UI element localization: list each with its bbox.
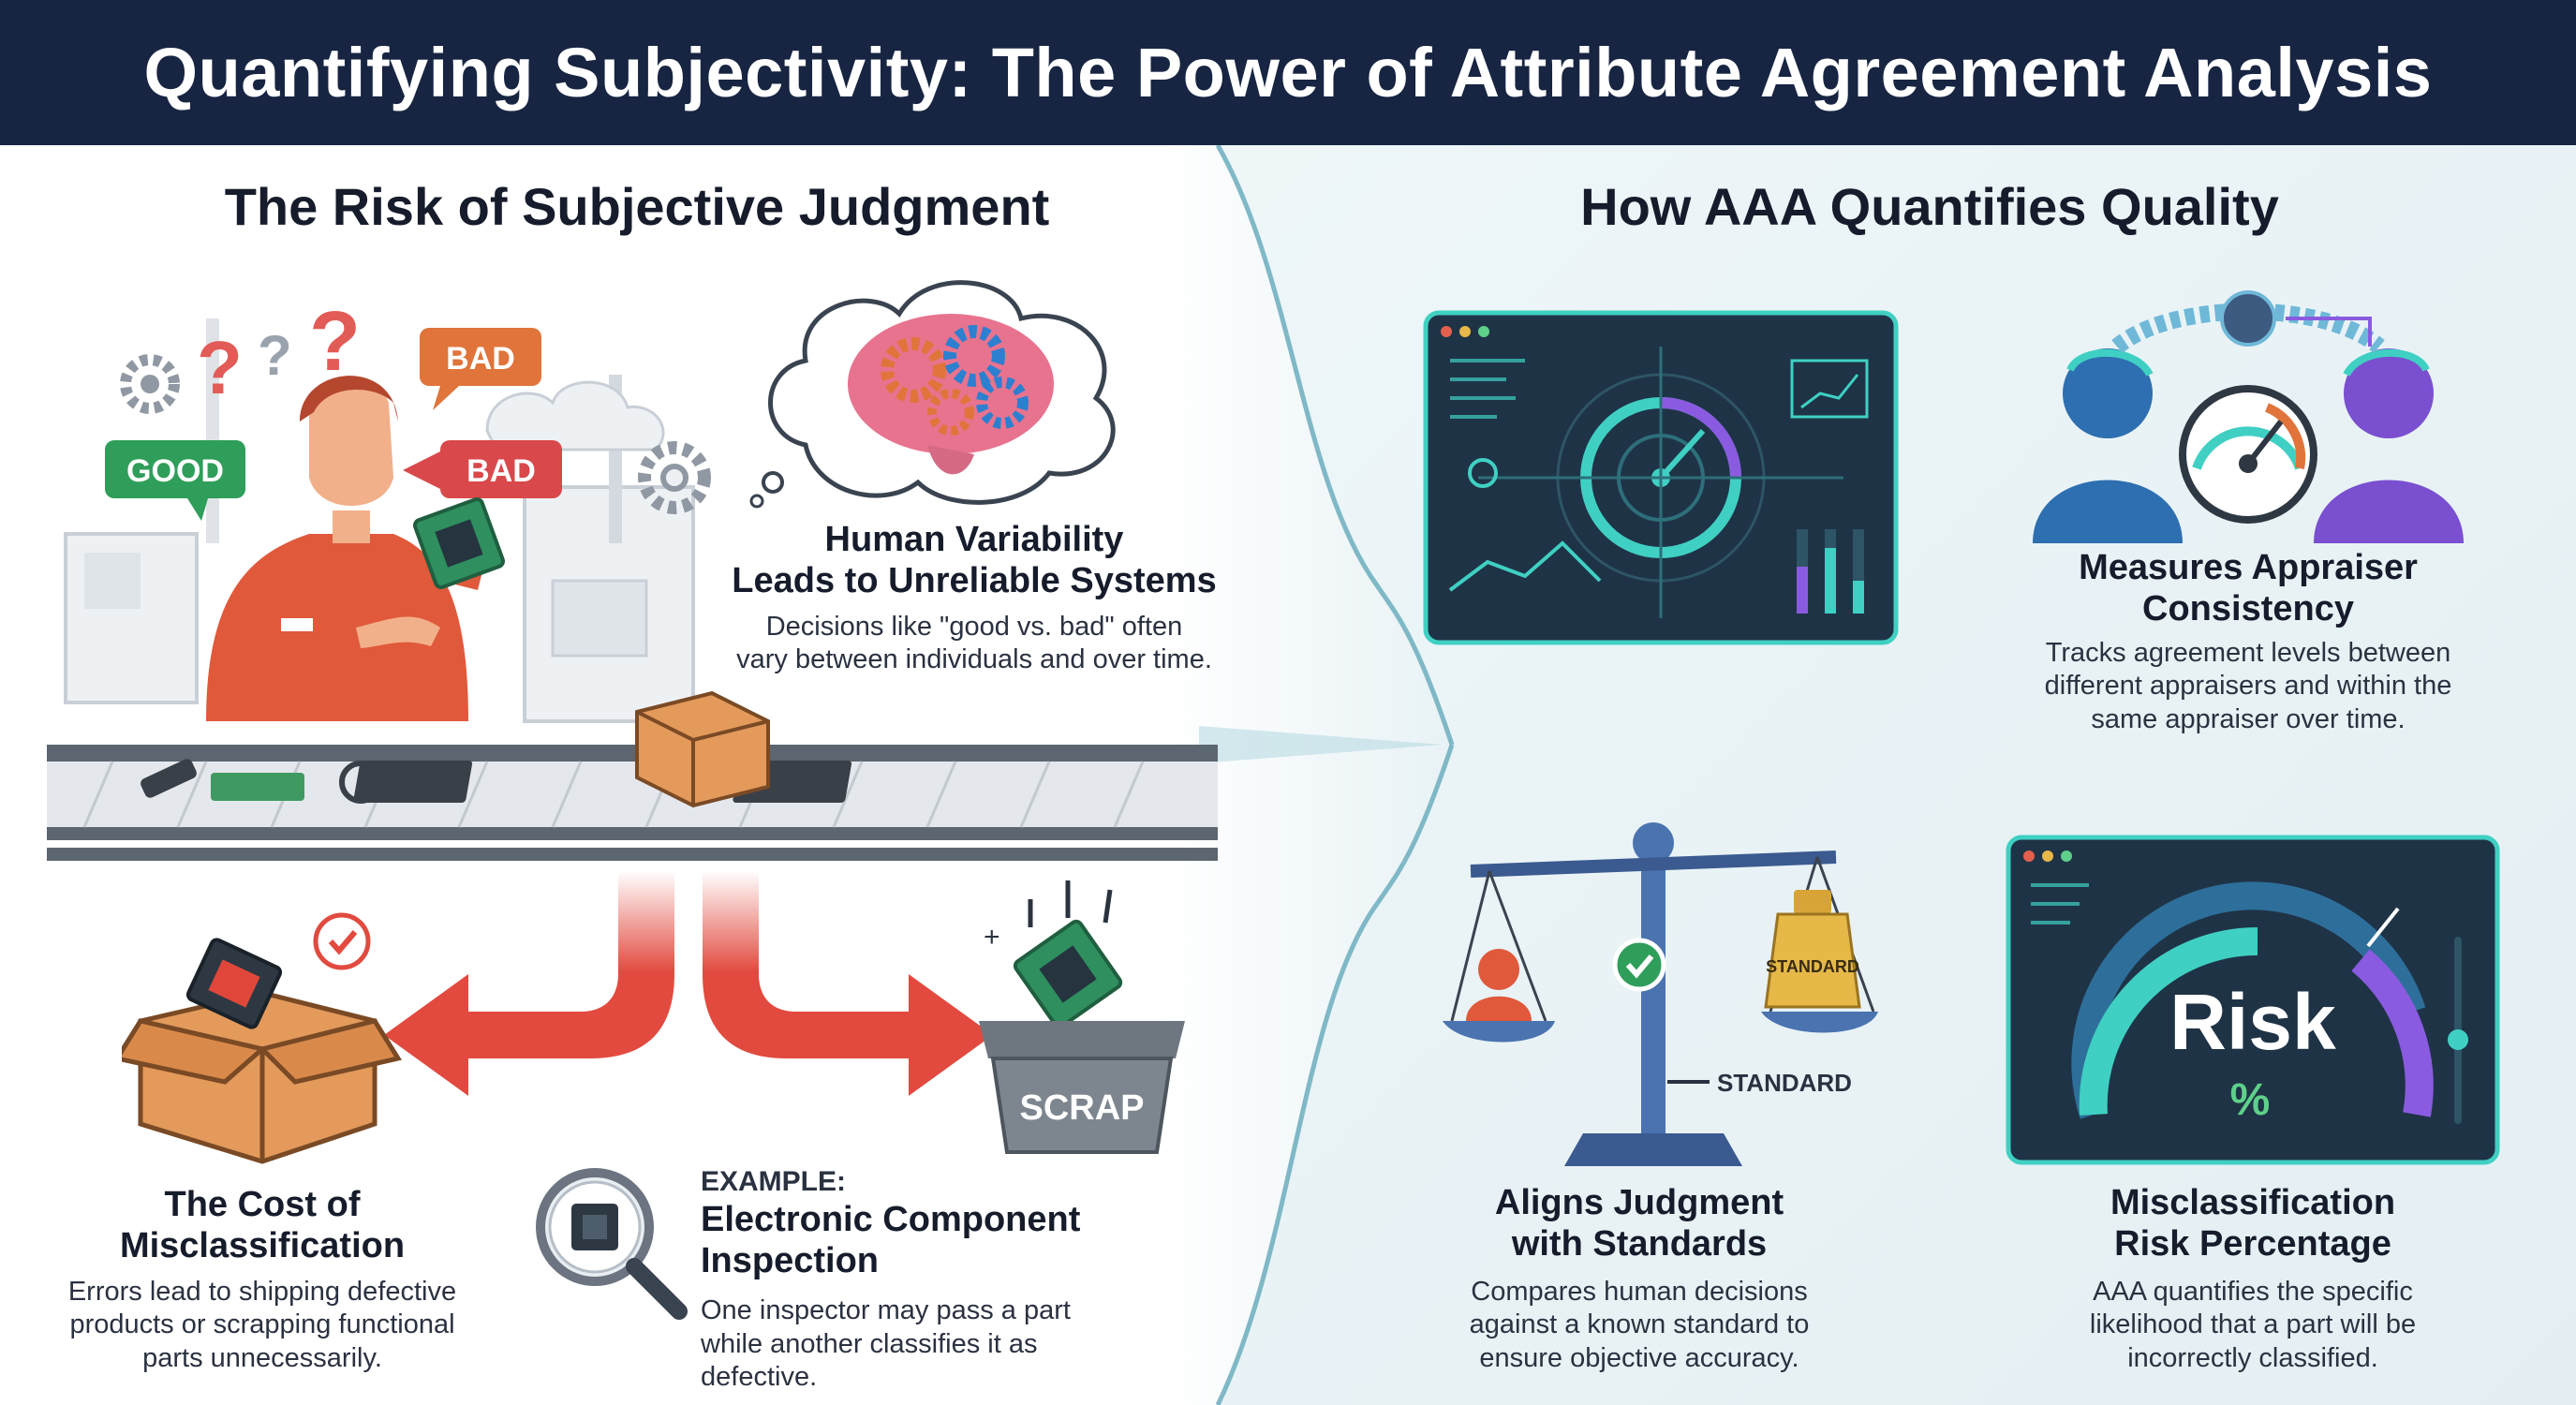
scrap-bin-icon: + SCRAP xyxy=(979,880,1185,1154)
left-section-title: The Risk of Subjective Judgment xyxy=(224,177,1050,236)
cost-body: Errors lead to shipping defective produc… xyxy=(67,1277,457,1373)
page-header: Quantifying Subjectivity: The Power of A… xyxy=(0,0,2576,145)
shipping-box-illustration xyxy=(122,912,402,1164)
split-arrows xyxy=(384,871,993,1096)
risk-body: AAA quantifies the specific likelihood t… xyxy=(2089,1277,2417,1373)
bad-bubble-right: BAD xyxy=(403,440,562,498)
consistency-title: Measures Appraiser Consistency xyxy=(2079,548,2418,629)
svg-text:GOOD: GOOD xyxy=(126,453,224,489)
magnifier-icon xyxy=(536,1168,688,1320)
svg-text:STANDARD: STANDARD xyxy=(1717,1069,1852,1097)
bad-bubble-top: BAD xyxy=(420,328,541,410)
chip-icon xyxy=(412,496,506,590)
gear-icon xyxy=(638,441,711,514)
person-icon xyxy=(1466,949,1532,1021)
example-block: EXAMPLE: Electronic Component Inspection… xyxy=(701,1166,1188,1395)
panel-divider xyxy=(1162,145,1455,1405)
standards-body: Compares human decisions against a known… xyxy=(1469,1277,1810,1373)
variability-body: Decisions like "good vs. bad" often vary… xyxy=(736,612,1212,675)
svg-text:+: + xyxy=(984,922,1000,953)
risk-title: Misclassification Risk Percentage xyxy=(2110,1183,2396,1264)
svg-text:BAD: BAD xyxy=(446,341,515,377)
inspector-illustration: ? ? ? GOOD BAD BAD xyxy=(47,295,1218,861)
question-icon: ? xyxy=(258,324,292,387)
good-bubble: GOOD xyxy=(105,440,245,521)
check-icon xyxy=(1612,938,1666,992)
box-icon xyxy=(122,990,402,1164)
svg-text:STANDARD: STANDARD xyxy=(1766,957,1859,976)
risk-gauge-monitor: Risk % xyxy=(2006,835,2500,1165)
risk-word: Risk xyxy=(2169,978,2336,1066)
example-title: Electronic Component Inspection xyxy=(701,1200,1081,1280)
box-icon xyxy=(635,690,770,808)
check-icon xyxy=(313,912,371,970)
dashboard-icon xyxy=(1423,310,1899,645)
consistency-body: Tracks agreement levels between differen… xyxy=(2044,638,2452,734)
example-body: One inspector may pass a part while anot… xyxy=(701,1295,1071,1393)
page-title: Quantifying Subjectivity: The Power of A… xyxy=(143,34,2433,111)
example-label: EXAMPLE: xyxy=(701,1166,847,1197)
variability-title: Human Variability Leads to Unreliable Sy… xyxy=(732,520,1217,600)
chip-icon xyxy=(185,938,283,1029)
person-icon xyxy=(2314,348,2464,543)
scale-icon: STANDARD STANDARD xyxy=(1443,822,1878,1166)
cost-title: The Cost of Misclassification xyxy=(119,1185,406,1265)
svg-text:BAD: BAD xyxy=(466,453,536,489)
person-icon xyxy=(2033,348,2183,543)
chip-icon xyxy=(1013,919,1123,1029)
risk-percent: % xyxy=(2230,1075,2271,1125)
gear-icon xyxy=(120,354,180,414)
standards-title: Aligns Judgment with Standards xyxy=(1494,1183,1784,1264)
right-section-title: How AAA Quantifies Quality xyxy=(1580,177,2279,236)
svg-text:SCRAP: SCRAP xyxy=(1019,1088,1144,1128)
brain-icon xyxy=(749,280,1116,509)
gauge-icon xyxy=(2033,290,2464,543)
question-icon: ? xyxy=(309,295,361,389)
question-icon: ? xyxy=(197,326,243,409)
